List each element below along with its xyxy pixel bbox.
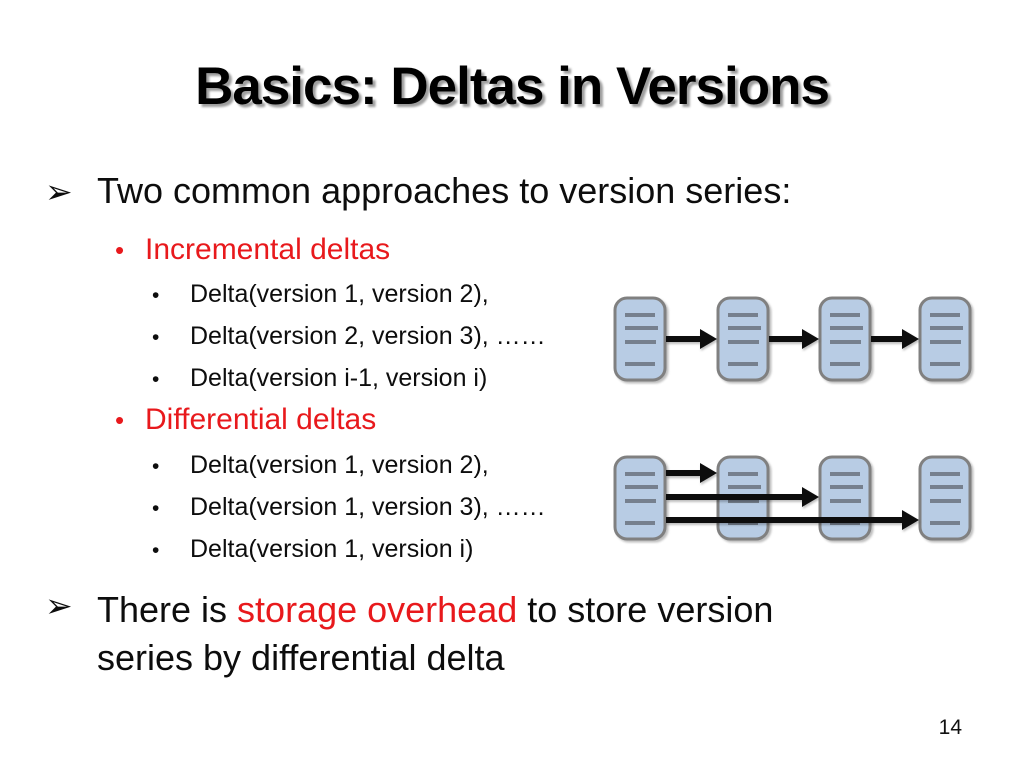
document-version-icon <box>613 296 667 382</box>
differential-item-text: Delta(version 1, version i) <box>190 535 474 563</box>
document-version-icon <box>818 455 872 541</box>
bullet-differential-item: • Delta(version 1, version 2), <box>152 451 489 480</box>
arrowhead-bullet-icon: ➢ <box>45 586 73 625</box>
delta-arrow-head-icon <box>700 329 717 349</box>
incremental-item-text: Delta(version 1, version 2), <box>190 280 489 308</box>
storage-overhead-highlight: storage overhead <box>237 589 518 630</box>
document-version-icon <box>818 296 872 382</box>
arrowhead-bullet-icon: ➢ <box>45 172 73 211</box>
dot-bullet-icon: • <box>152 455 160 478</box>
document-version-icon <box>918 455 972 541</box>
bullet-incremental-deltas: • Incremental deltas <box>115 233 390 267</box>
incremental-item-text: Delta(version i-1, version i) <box>190 364 488 392</box>
storage-text-prefix: There is <box>97 589 238 630</box>
delta-arrow-head-icon <box>802 487 819 507</box>
dot-bullet-icon: • <box>152 326 160 349</box>
document-version-icon <box>918 296 972 382</box>
differential-deltas-diagram <box>595 445 1010 551</box>
incremental-deltas-diagram <box>595 286 1010 392</box>
incremental-deltas-label: Incremental deltas <box>145 233 391 266</box>
dot-bullet-icon: • <box>152 497 160 520</box>
delta-arrow-head-icon <box>802 329 819 349</box>
bullet-approaches-text: Two common approaches to version series: <box>97 170 792 211</box>
dot-bullet-icon: • <box>152 368 160 391</box>
bullet-differential-item: • Delta(version 1, version i) <box>152 535 473 564</box>
bullet-differential-deltas: • Differential deltas <box>115 403 376 437</box>
slide-title: Basics: Deltas in Versions <box>195 57 830 116</box>
differential-item-text: Delta(version 1, version 3), …… <box>190 493 546 521</box>
dot-bullet-icon: • <box>152 539 160 562</box>
delta-arrow-head-icon <box>700 463 717 483</box>
bullet-storage-text: There is storage overhead to store versi… <box>97 586 877 682</box>
diagram-canvas <box>613 296 972 382</box>
document-version-icon <box>613 455 667 541</box>
bullet-incremental-item: • Delta(version 1, version 2), <box>152 280 489 309</box>
delta-arrow-head-icon <box>902 510 919 530</box>
bullet-incremental-item: • Delta(version 2, version 3), …… <box>152 322 546 351</box>
dot-bullet-icon: • <box>152 284 160 307</box>
bullet-incremental-item: • Delta(version i-1, version i) <box>152 364 487 393</box>
diagram-canvas <box>613 455 972 541</box>
bullet-differential-item: • Delta(version 1, version 3), …… <box>152 493 546 522</box>
delta-arrow-head-icon <box>902 329 919 349</box>
bullet-storage-overhead: ➢ There is storage overhead to store ver… <box>45 586 877 682</box>
dot-bullet-icon: • <box>115 235 125 265</box>
storage-text-suffix: to store version series by differential … <box>97 589 774 679</box>
document-version-icon <box>716 296 770 382</box>
page-number: 14 <box>938 716 962 739</box>
differential-deltas-label: Differential deltas <box>145 403 377 436</box>
differential-item-text: Delta(version 1, version 2), <box>190 451 489 479</box>
dot-bullet-icon: • <box>115 405 125 435</box>
bullet-approaches: ➢ Two common approaches to version serie… <box>45 170 791 212</box>
incremental-item-text: Delta(version 2, version 3), …… <box>190 322 546 350</box>
